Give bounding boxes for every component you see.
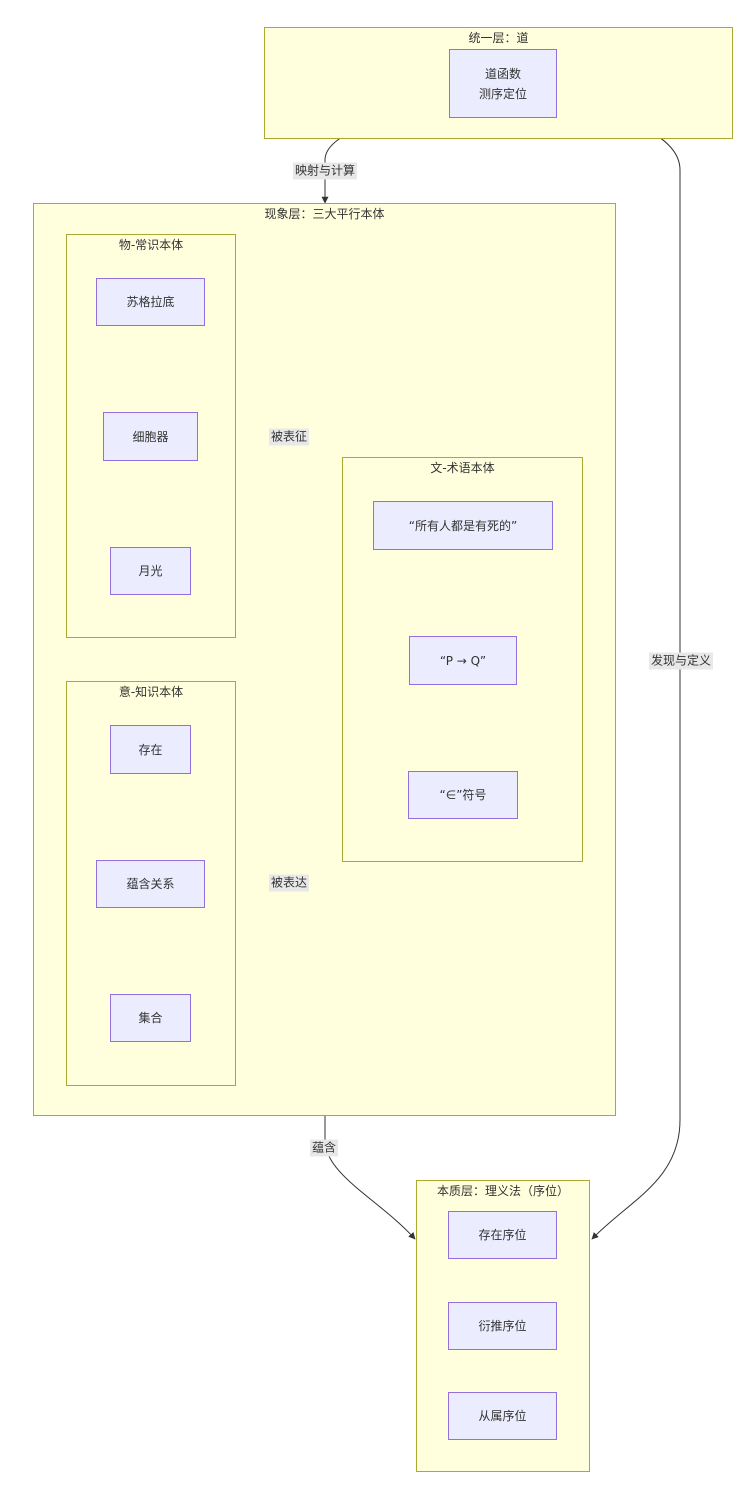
edge-label-map-compute: 映射与计算 <box>292 162 358 180</box>
edge-label-discover-define: 发现与定义 <box>648 652 714 670</box>
edge-label-expressed: 被表达 <box>268 874 310 892</box>
node-label-line1: 道函数 <box>484 66 521 81</box>
cluster-title: 意-知识本体 <box>118 685 184 699</box>
edge-label-implies: 蕴含 <box>309 1139 339 1157</box>
edge-label-represented: 被表征 <box>268 428 310 446</box>
node-derivation-order[interactable]: 衍推序位 <box>448 1302 557 1350</box>
cluster-title: 物-常识本体 <box>118 238 184 252</box>
node-p-implies-q[interactable]: “P → Q” <box>409 636 517 685</box>
node-implication-relation[interactable]: 蕴含关系 <box>96 860 205 908</box>
cluster-title: 统一层：道 <box>468 31 529 45</box>
node-socrates[interactable]: 苏格拉底 <box>96 278 205 326</box>
node-moonlight[interactable]: 月光 <box>110 547 191 595</box>
node-all-men-mortal[interactable]: “所有人都是有死的” <box>373 501 553 550</box>
node-organelle[interactable]: 细胞器 <box>103 412 198 461</box>
node-existence-order[interactable]: 存在序位 <box>448 1211 557 1259</box>
node-label-line2: 测序定位 <box>478 86 527 101</box>
edge-implies <box>324 1116 416 1240</box>
cluster-title: 本质层：理义法（序位） <box>436 1184 569 1198</box>
cluster-title: 文-术语本体 <box>430 461 495 475</box>
node-membership-symbol[interactable]: “∈”符号 <box>408 771 518 819</box>
node-dao-function[interactable]: 道函数 测序定位 <box>449 49 557 118</box>
cluster-title: 现象层：三大平行本体 <box>264 207 385 221</box>
node-subordination-order[interactable]: 从属序位 <box>448 1392 557 1440</box>
node-existence[interactable]: 存在 <box>110 725 191 774</box>
node-set[interactable]: 集合 <box>110 994 191 1042</box>
